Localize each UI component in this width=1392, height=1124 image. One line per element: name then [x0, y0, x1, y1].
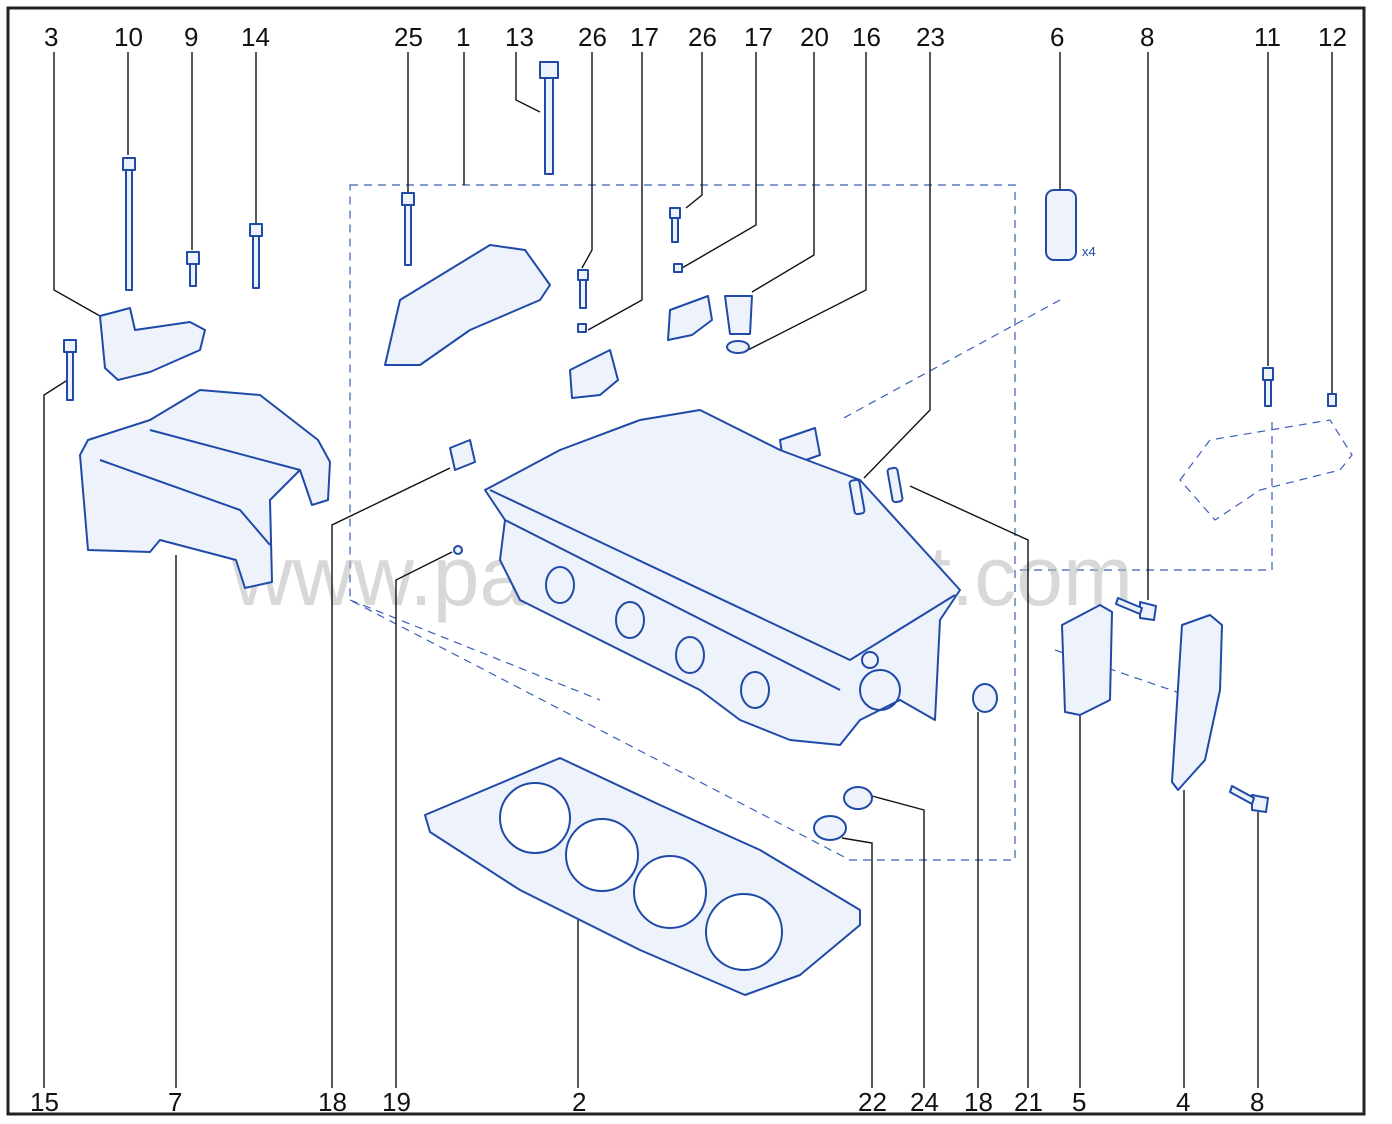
bracket-detail-line — [99, 459, 271, 546]
callout-10: 10 — [114, 22, 143, 52]
callout-25: 25 — [394, 22, 423, 52]
head-deck-line — [504, 519, 841, 691]
callout-17: 17 — [630, 22, 659, 52]
callout-5: 5 — [1072, 1087, 1086, 1117]
timing-cover-part — [1171, 614, 1223, 791]
diagram-frame — [6, 6, 1366, 1116]
bearing-cap-part — [667, 295, 713, 341]
callout-14: 14 — [241, 22, 270, 52]
camshaft-cover-part — [384, 244, 551, 366]
dowel-part — [577, 323, 587, 333]
bracket-part — [99, 307, 206, 381]
callout-21: 21 — [1014, 1087, 1043, 1117]
dowel-part — [673, 263, 683, 273]
blanking-plug-part — [843, 786, 873, 810]
callout-19: 19 — [382, 1087, 411, 1117]
gasket-bore — [705, 893, 783, 971]
bolt-part — [122, 157, 136, 291]
callout-20: 20 — [800, 22, 829, 52]
seal-ring-part — [726, 340, 750, 354]
alignment-line — [839, 299, 1061, 421]
callout-7: 7 — [168, 1087, 182, 1117]
top-labels: 3 10 9 14 25 1 13 26 17 26 17 20 16 23 6… — [44, 22, 1347, 52]
quantity-label: x4 — [1082, 244, 1096, 259]
bolt-part — [1262, 367, 1274, 407]
callout-8: 8 — [1140, 22, 1154, 52]
callout-26: 26 — [578, 22, 607, 52]
gasket-bore — [633, 855, 707, 929]
bolt-part — [401, 192, 415, 266]
callout-1: 1 — [456, 22, 470, 52]
camshaft-bore — [861, 651, 879, 669]
bolt-part — [1229, 785, 1269, 813]
bearing-cap-part — [569, 349, 619, 399]
gasket-bore — [565, 818, 639, 892]
callout-13: 13 — [505, 22, 534, 52]
blanking-plug-part — [813, 815, 847, 841]
alignment-line — [349, 599, 601, 701]
cylinder-head-part — [484, 409, 961, 746]
camshaft-bore — [859, 669, 901, 711]
gasket-bore — [499, 782, 571, 854]
bolt-part — [186, 251, 200, 287]
port-opening — [615, 601, 645, 639]
head-deck-line — [489, 489, 956, 662]
plug-part — [724, 295, 753, 335]
callout-16: 16 — [852, 22, 881, 52]
bolt-part — [249, 223, 263, 289]
engine-mount-bracket-part — [79, 389, 331, 589]
callout-23: 23 — [916, 22, 945, 52]
guide-part — [848, 478, 866, 516]
callout-26: 26 — [688, 22, 717, 52]
callout-24: 24 — [910, 1087, 939, 1117]
alignment-line — [1020, 420, 1273, 571]
port-opening — [740, 671, 770, 709]
bolt-part — [669, 207, 681, 243]
port-opening — [675, 636, 705, 674]
callout-11: 11 — [1254, 22, 1281, 52]
expansion-plug-part — [449, 439, 476, 471]
expansion-plug-part — [972, 683, 998, 713]
port-opening — [545, 566, 575, 604]
housing-outline — [1179, 419, 1353, 521]
callout-18: 18 — [318, 1087, 347, 1117]
guide-part — [886, 466, 904, 504]
callout-6: 6 — [1050, 22, 1064, 52]
callout-8: 8 — [1250, 1087, 1264, 1117]
pin-part — [453, 545, 463, 555]
bolt-part — [577, 269, 589, 309]
cover-plate-part — [1061, 604, 1113, 716]
callout-15: 15 — [30, 1087, 59, 1117]
callout-17: 17 — [744, 22, 773, 52]
bottom-labels: 15 7 18 19 2 22 24 18 21 5 4 8 — [30, 1087, 1264, 1117]
callout-3: 3 — [44, 22, 58, 52]
leader-lines — [43, 52, 1333, 1088]
callout-18: 18 — [964, 1087, 993, 1117]
bolt-part — [63, 339, 77, 401]
dowel-part — [1327, 393, 1337, 407]
callout-12: 12 — [1318, 22, 1347, 52]
bracket-detail-line — [149, 429, 301, 471]
bolt-part — [539, 61, 559, 175]
tappet-part — [1045, 189, 1077, 261]
callout-4: 4 — [1176, 1087, 1190, 1117]
alignment-line — [1054, 649, 1201, 701]
callout-2: 2 — [572, 1087, 586, 1117]
callout-22: 22 — [858, 1087, 887, 1117]
bolt-part — [1115, 597, 1157, 621]
callout-9: 9 — [184, 22, 198, 52]
